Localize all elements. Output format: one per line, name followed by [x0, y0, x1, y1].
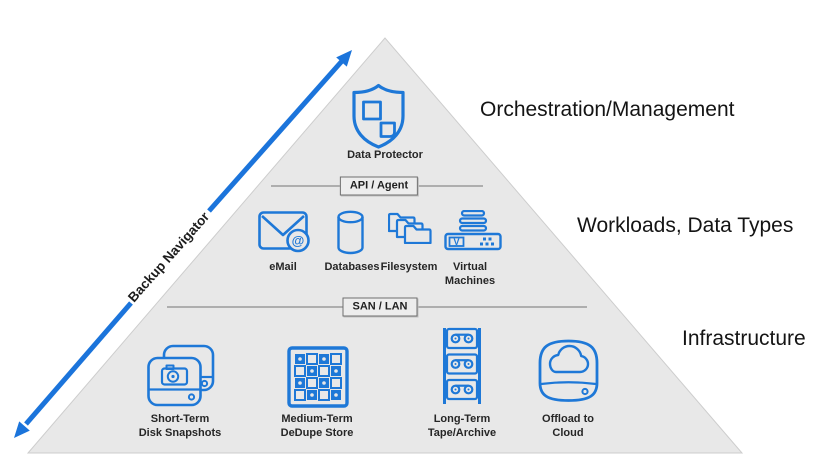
- pyramid-shape: [26, 37, 744, 454]
- cloud-icon: [548, 344, 590, 374]
- cloud-drive-icon: [538, 339, 599, 402]
- shield-icon: [352, 83, 405, 149]
- filesystem-icon: [388, 212, 432, 244]
- filesystem-label: Filesystem: [380, 261, 438, 273]
- camera-icon: [160, 364, 189, 386]
- api-agent-tag: API / Agent: [339, 176, 419, 196]
- databases-label: Databases: [324, 261, 380, 273]
- data-protector-label: Data Protector: [347, 149, 423, 161]
- virtual-machines-label: Virtual Machines: [444, 261, 496, 287]
- backup-navigator-arrow: [14, 50, 352, 438]
- virtual-machines-icon: V: [444, 210, 502, 251]
- arrowhead-top-icon: [336, 50, 352, 67]
- email-label: eMail: [269, 261, 297, 273]
- dedupe-grid-icon: [287, 346, 349, 408]
- section-workloads-label: Workloads, Data Types: [577, 214, 794, 237]
- san-lan-tag: SAN / LAN: [342, 297, 418, 317]
- disk-snapshots-label: Short-Term Disk Snapshots: [138, 413, 222, 439]
- arrowhead-bottom-icon: [14, 421, 30, 438]
- database-icon: [337, 210, 364, 255]
- vm-letter-glyph: V: [453, 237, 459, 247]
- offload-cloud-label: Offload to Cloud: [542, 413, 594, 439]
- dedupe-store-label: Medium-Term DeDupe Store: [280, 413, 354, 439]
- tape-archive-icon: [443, 327, 481, 404]
- section-infrastructure-label: Infrastructure: [682, 327, 806, 350]
- email-at-glyph: @: [292, 233, 305, 248]
- email-icon: @: [258, 211, 310, 253]
- disk-snapshots-icon: [147, 344, 215, 407]
- tape-archive-label: Long-Term Tape/Archive: [427, 413, 497, 439]
- section-orchestration-label: Orchestration/Management: [480, 98, 735, 121]
